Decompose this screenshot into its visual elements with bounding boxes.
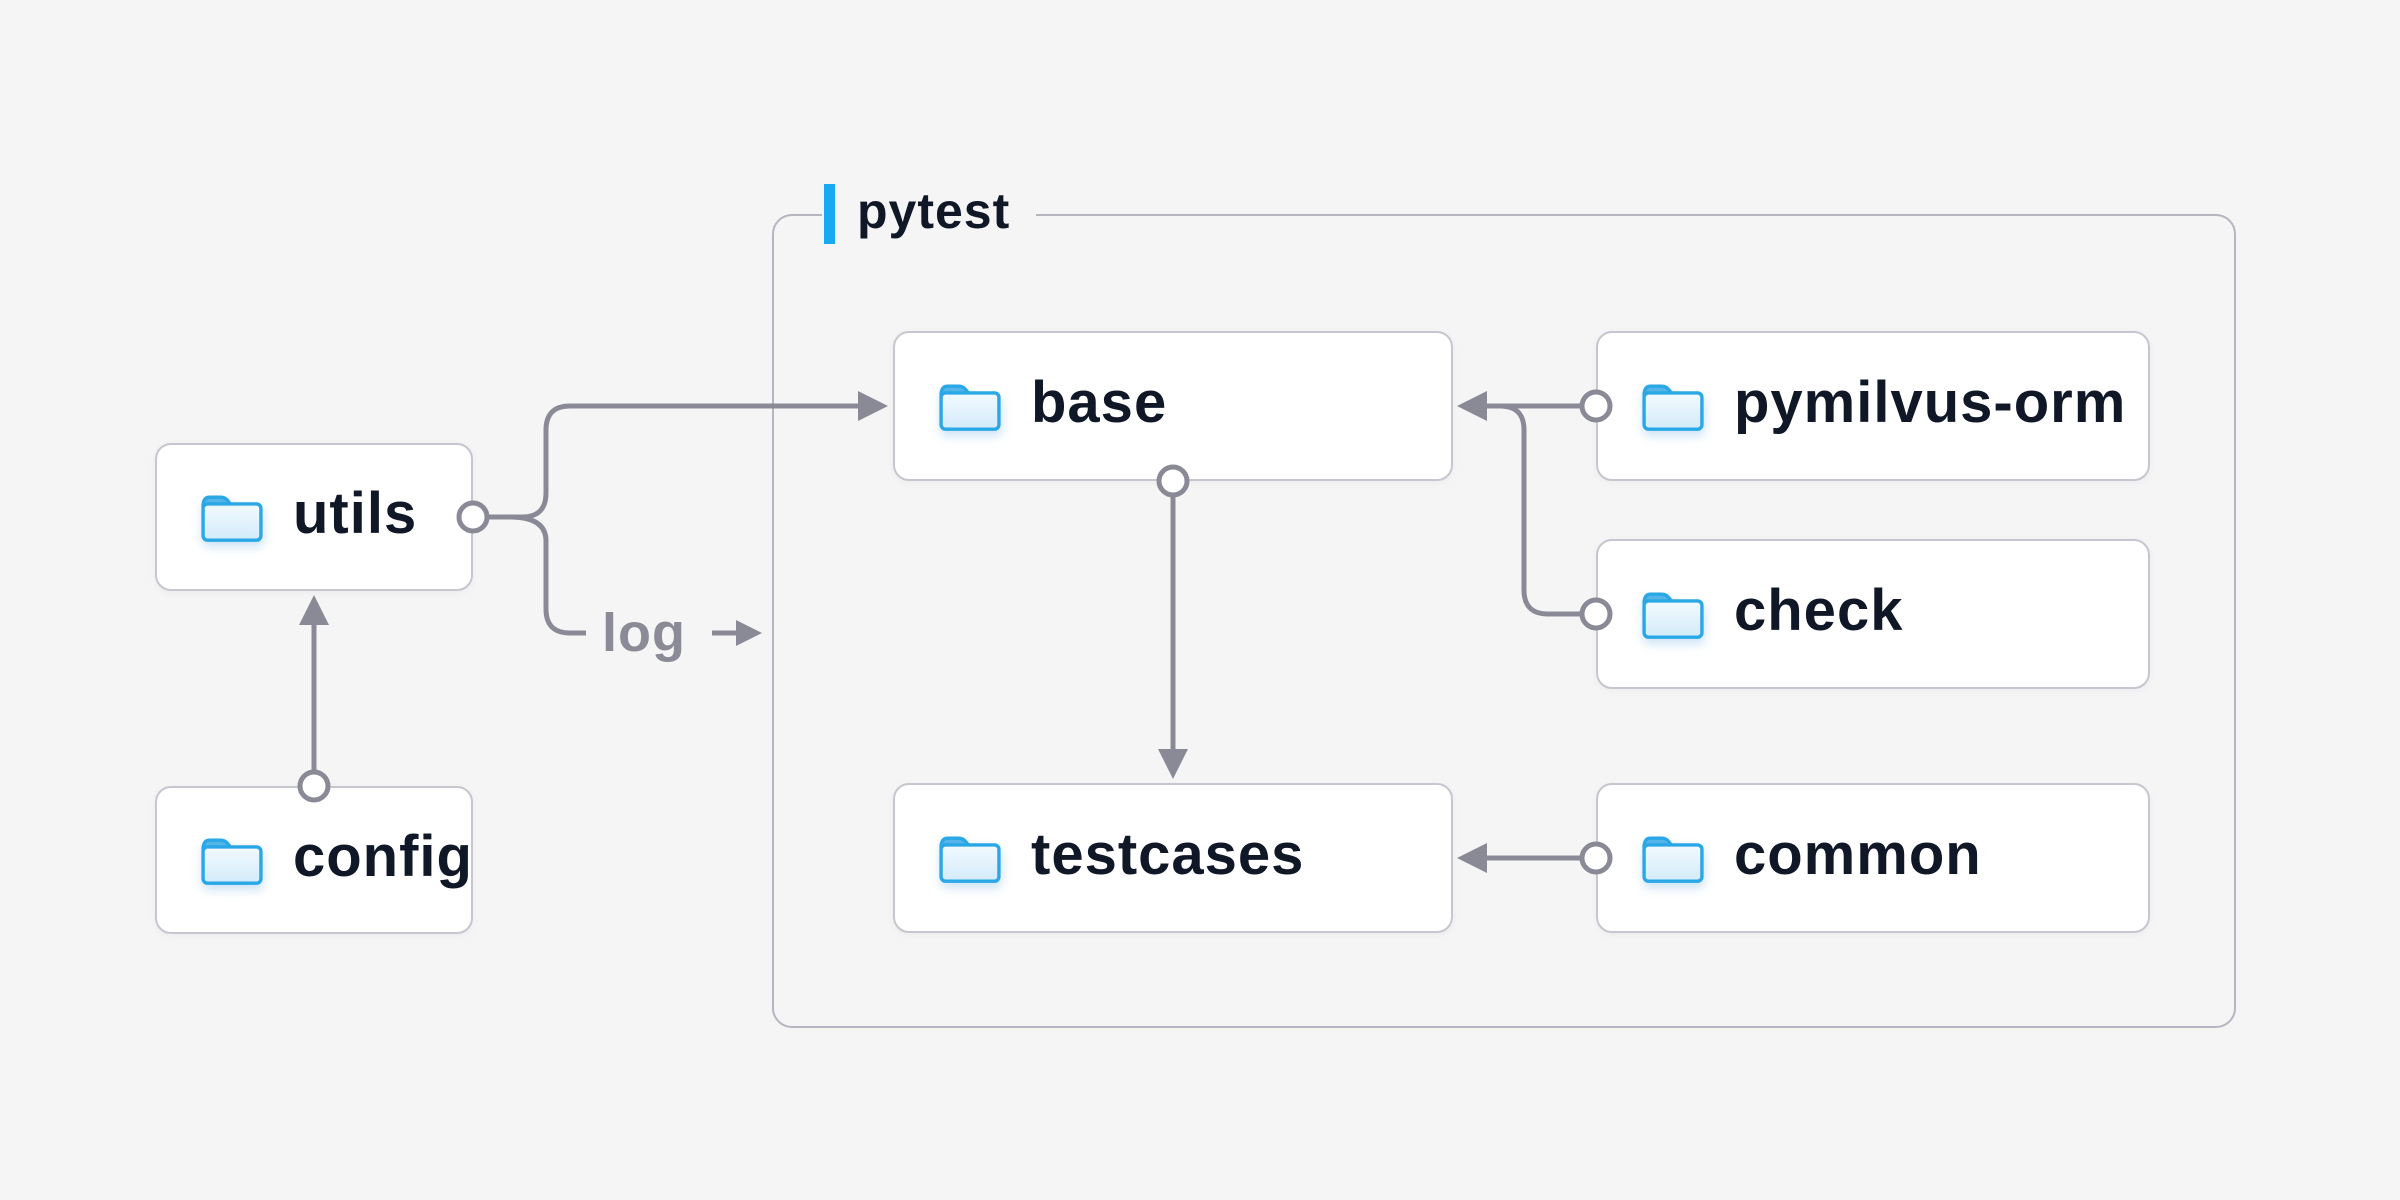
node-label: pymilvus-orm [1734, 370, 2127, 435]
folder-icon [201, 838, 263, 885]
folder-icon [939, 836, 1001, 883]
node-testcases: testcases [893, 783, 1453, 933]
accent-bar [824, 184, 835, 244]
folder-icon [1642, 384, 1704, 431]
node-pymilvus-orm: pymilvus-orm [1596, 331, 2150, 481]
folder-icon [939, 384, 1001, 431]
arrowhead-up [299, 595, 329, 625]
node-common: common [1596, 783, 2150, 933]
folder-icon [1642, 592, 1704, 639]
node-config: config [155, 786, 473, 934]
node-base: base [893, 331, 1453, 481]
node-check: check [1596, 539, 2150, 689]
node-label: config [293, 824, 473, 889]
node-label: common [1734, 822, 1982, 887]
arrowhead-right-small [736, 620, 762, 646]
node-label: base [1031, 370, 1168, 435]
node-label: testcases [1031, 822, 1305, 887]
pytest-group-label: pytest [822, 180, 1037, 248]
pytest-group-box [772, 214, 2236, 1028]
edge-config-utils [297, 595, 331, 803]
edge-label-log: log [602, 603, 686, 663]
pytest-group-title: pytest [857, 183, 1011, 239]
folder-icon [1642, 836, 1704, 883]
node-label: check [1734, 578, 1904, 643]
folder-icon [201, 495, 263, 542]
node-utils: utils [155, 443, 473, 591]
node-label: utils [293, 481, 418, 546]
